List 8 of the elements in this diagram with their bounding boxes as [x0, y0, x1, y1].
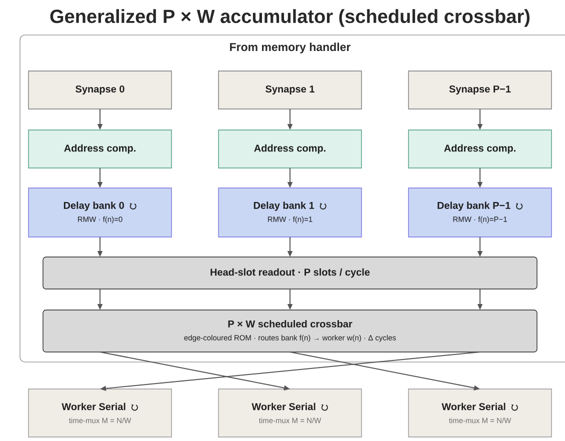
stage-bar: Head-slot readout · P slots / cycle [42, 256, 538, 290]
process-box: Synapse 0 [28, 70, 172, 110]
process-box: Synapse P−1 [408, 70, 552, 110]
process-box: Address comp. [218, 130, 362, 168]
process-box: Address comp. [408, 130, 552, 168]
process-box: Synapse 1 [218, 70, 362, 110]
process-box: Address comp. [28, 130, 172, 168]
title: Generalized P × W accumulator (scheduled crossbar) [50, 9, 530, 27]
